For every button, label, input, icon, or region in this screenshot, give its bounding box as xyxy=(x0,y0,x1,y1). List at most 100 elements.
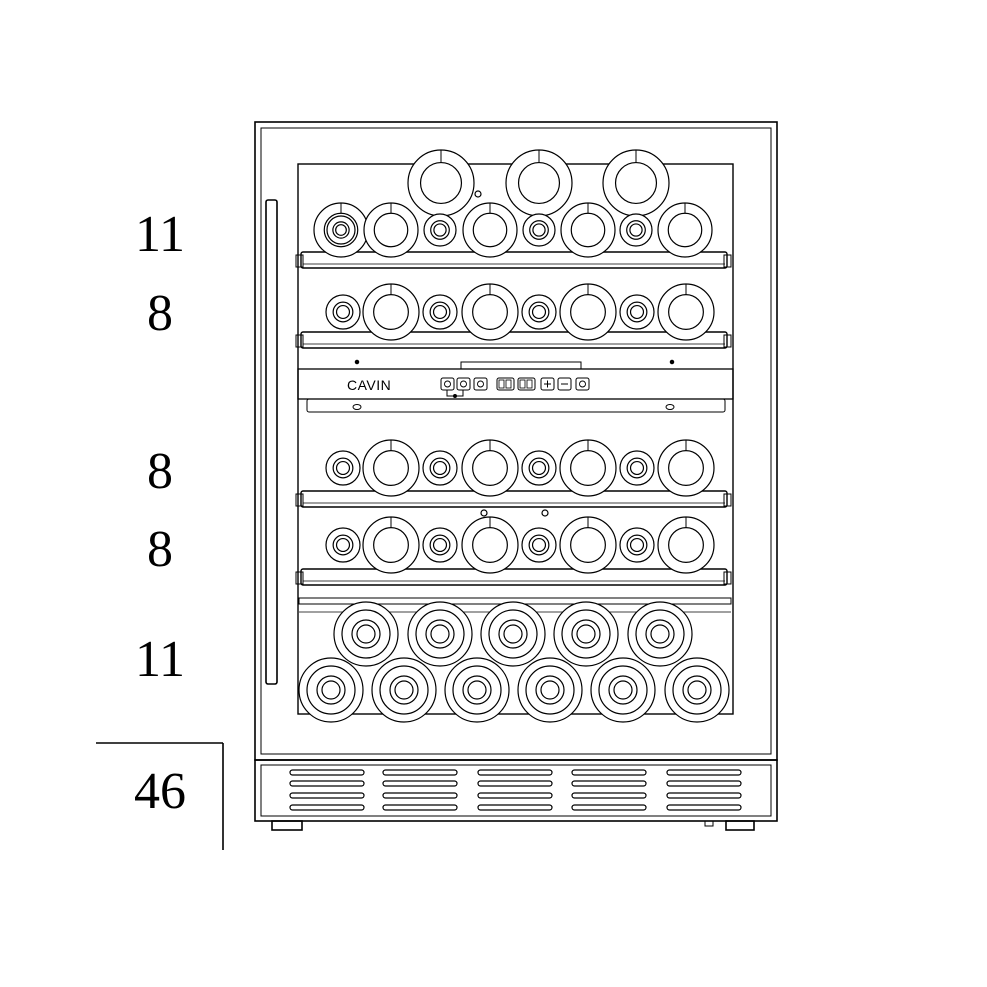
foot-left xyxy=(271,820,303,831)
bottle xyxy=(664,657,730,723)
vent-slot xyxy=(477,792,553,799)
bottle xyxy=(657,516,715,574)
bottle-neck xyxy=(521,527,557,563)
bottle-neck xyxy=(325,527,361,563)
bottle xyxy=(461,439,519,497)
bottle-neck xyxy=(422,450,458,486)
zone-upper-display xyxy=(496,377,515,391)
vent-slot xyxy=(382,780,458,787)
lock-icon xyxy=(440,377,455,391)
bottle xyxy=(362,516,420,574)
bottle-neck xyxy=(325,294,361,330)
shelf-clip-right xyxy=(723,254,732,268)
bottle xyxy=(462,202,518,258)
bottle-neck xyxy=(619,450,655,486)
shelf-rail xyxy=(300,251,728,269)
bottle-neck xyxy=(619,213,653,247)
bottle xyxy=(559,283,617,341)
bottle-neck xyxy=(521,294,557,330)
bottle xyxy=(363,202,419,258)
shelf-count-2: 8 xyxy=(147,285,173,342)
vent-slot xyxy=(477,769,553,776)
bottle xyxy=(362,283,420,341)
bottle xyxy=(560,202,616,258)
vent-grille xyxy=(289,769,742,811)
bottle xyxy=(553,601,619,667)
bottle-neck xyxy=(326,215,356,245)
vent-slot xyxy=(477,780,553,787)
shelf-clip-right xyxy=(723,334,732,348)
shelf-clip-left xyxy=(295,334,304,348)
fan-screw xyxy=(474,190,482,198)
vent-slot xyxy=(382,804,458,811)
vent-slot xyxy=(289,804,365,811)
vent-slot xyxy=(571,780,647,787)
panel-dot-left xyxy=(354,359,360,365)
base-plate xyxy=(254,759,778,822)
shelf-count-3: 8 xyxy=(147,443,173,500)
zone-lower-display xyxy=(517,377,536,391)
panel-screw-left xyxy=(352,404,362,410)
panel-top-tab xyxy=(460,361,582,370)
fan-screw xyxy=(480,509,488,517)
vent-slot xyxy=(666,804,742,811)
lock-link-dot xyxy=(453,394,457,398)
panel-dot-right xyxy=(669,359,675,365)
light-icon xyxy=(456,377,471,391)
shelf-clip-right xyxy=(723,571,732,585)
bottle xyxy=(362,439,420,497)
vent-slot xyxy=(289,769,365,776)
fan-screw xyxy=(541,509,549,517)
bottle xyxy=(559,516,617,574)
bottle xyxy=(602,149,670,217)
bottle xyxy=(590,657,656,723)
bottle xyxy=(333,601,399,667)
vent-slot xyxy=(289,780,365,787)
bottle-neck xyxy=(619,294,655,330)
minus-icon xyxy=(557,377,572,391)
shelf-clip-left xyxy=(295,493,304,507)
power-icon xyxy=(473,377,488,391)
shelf-rail xyxy=(300,568,728,586)
shelf-count-5: 11 xyxy=(134,631,186,688)
shelf-count-1: 11 xyxy=(134,206,186,263)
bottle xyxy=(517,657,583,723)
bottle xyxy=(657,439,715,497)
vent-slot xyxy=(666,780,742,787)
shelf-clip-left xyxy=(295,571,304,585)
vent-slot xyxy=(289,792,365,799)
bottle xyxy=(298,657,364,723)
bottle-neck xyxy=(423,213,457,247)
vent-slot xyxy=(666,792,742,799)
bottle-neck xyxy=(521,450,557,486)
total-count: 46 xyxy=(134,763,186,820)
shelf-clip-right xyxy=(723,493,732,507)
bottle-neck xyxy=(325,450,361,486)
bottle xyxy=(559,439,617,497)
foot-pin xyxy=(704,820,714,827)
bottle xyxy=(407,601,473,667)
vent-slot xyxy=(382,792,458,799)
bottle xyxy=(371,657,437,723)
brand-logo: CAVIN xyxy=(347,377,391,393)
vent-slot xyxy=(571,792,647,799)
door-handle xyxy=(265,199,278,685)
shelf-rail xyxy=(300,331,728,349)
zone-switch-icon xyxy=(575,377,590,391)
foot-right xyxy=(725,820,755,831)
shelf-rail xyxy=(300,490,728,508)
vent-slot xyxy=(571,769,647,776)
bottle xyxy=(505,149,573,217)
bottle xyxy=(627,601,693,667)
bottle xyxy=(461,283,519,341)
shelf-clip-left xyxy=(295,254,304,268)
plus-icon xyxy=(540,377,555,391)
bottle xyxy=(461,516,519,574)
control-panel: CAVIN xyxy=(297,359,734,413)
vent-slot xyxy=(571,804,647,811)
bottle-neck xyxy=(422,294,458,330)
bottle-neck xyxy=(422,527,458,563)
panel-screw-right xyxy=(665,404,675,410)
